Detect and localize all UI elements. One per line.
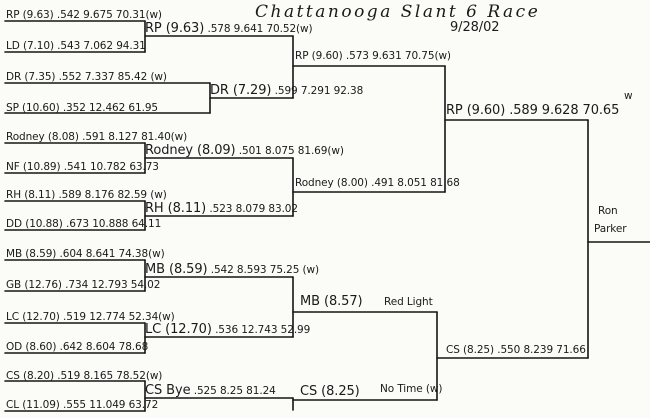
round1-entry: NF (10.89) .541 10.782 63.73 (6, 161, 159, 173)
round2-entry: CS Bye .525 8.25 81.24 (145, 384, 276, 398)
round2-entry: RH (8.11) .523 8.079 83.02 (145, 202, 298, 216)
round4-entry: RP (9.60) .589 9.628 70.65 (446, 103, 620, 118)
round1-entry: MB (8.59) .604 8.641 74.38(w) (6, 248, 165, 260)
round1-entry: LC (12.70) .519 12.774 52.34(w) (6, 311, 175, 323)
final-win-mark: w (624, 90, 633, 102)
page-title: Chattanooga Slant 6 Race (255, 2, 541, 22)
round4-entry: CS (8.25) .550 8.239 71.66 (446, 344, 586, 356)
round2-entry: Rodney (8.09) .501 8.075 81.69(w) (145, 144, 344, 158)
round2-name: DR (7.29) (210, 83, 272, 98)
round2-name: RP (9.63) (145, 21, 205, 36)
round2-stats: .523 8.079 83.02 (209, 203, 298, 215)
round2-entry: MB (8.59) .542 8.593 75.25 (w) (145, 263, 319, 277)
round2-stats: .599 7.291 92.38 (274, 85, 364, 97)
round2-name: LC (12.70) (145, 322, 212, 337)
round3-entry: Rodney (8.00) .491 8.051 81.68 (295, 177, 460, 189)
round2-stats: .536 12.743 52.99 (215, 324, 311, 336)
round2-name: Rodney (8.09) (145, 143, 236, 158)
round2-name: RH (8.11) (145, 201, 207, 216)
round2-name: CS Bye (145, 383, 191, 398)
round2-stats: .578 9.641 70.52(w) (207, 23, 313, 35)
round1-entry: LD (7.10) .543 7.062 94.31 (6, 40, 146, 52)
round3-note-no-time: No Time (w) (380, 383, 443, 395)
round2-stats: .542 8.593 75.25 (w) (210, 264, 320, 276)
winner-last-name: Parker (594, 223, 627, 235)
round1-entry: OD (8.60) .642 8.604 78.68 (6, 341, 149, 353)
round1-entry: RH (8.11) .589 8.176 82.59 (w) (6, 189, 167, 201)
round1-entry: GB (12.76) .734 12.793 54.02 (6, 279, 161, 291)
round2-entry: LC (12.70) .536 12.743 52.99 (145, 323, 310, 337)
round1-entry: CS (8.20) .519 8.165 78.52(w) (6, 370, 163, 382)
round3-note-red-light: Red Light (384, 296, 433, 308)
round1-entry: SP (10.60) .352 12.462 61.95 (6, 102, 158, 114)
race-date: 9/28/02 (450, 20, 500, 35)
round1-entry: RP (9.63) .542 9.675 70.31(w) (6, 9, 162, 21)
round2-name: MB (8.59) (145, 262, 208, 277)
round3-entry: MB (8.57) (300, 294, 363, 309)
round3-entry: RP (9.60) .573 9.631 70.75(w) (295, 50, 451, 62)
round1-entry: Rodney (8.08) .591 8.127 81.40(w) (6, 131, 188, 143)
winner-first-name: Ron (598, 205, 618, 217)
round1-entry: CL (11.09) .555 11.049 63.72 (6, 399, 159, 411)
round2-entry: RP (9.63) .578 9.641 70.52(w) (145, 22, 313, 36)
round3-entry: CS (8.25) (300, 384, 360, 399)
round2-stats: .501 8.075 81.69(w) (238, 145, 344, 157)
round1-entry: DD (10.88) .673 10.888 64.11 (6, 218, 162, 230)
round2-stats: .525 8.25 81.24 (193, 385, 276, 397)
round1-entry: DR (7.35) .552 7.337 85.42 (w) (6, 71, 167, 83)
round2-entry: DR (7.29) .599 7.291 92.38 (210, 84, 363, 98)
